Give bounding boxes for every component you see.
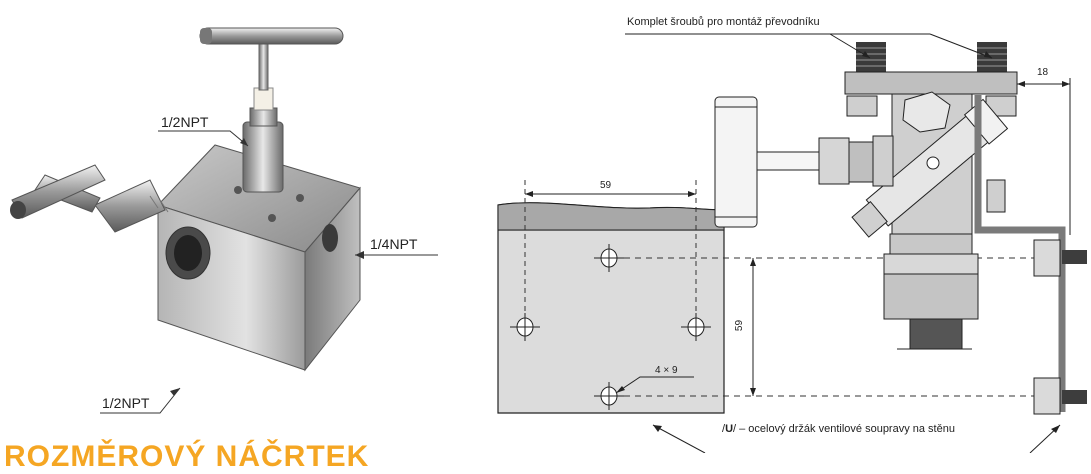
valve-photo: [10, 27, 438, 414]
bracket-label-letter: U: [725, 423, 734, 435]
dim-18-label: 18: [1037, 67, 1049, 78]
bracket-label-prefix: /: [722, 423, 726, 435]
bracket-label: /U/ – ocelový držák ventilové soupravy n…: [722, 423, 955, 435]
npt-side-label: 1/4NPT: [370, 236, 418, 252]
holes-label: 4 × 9: [655, 365, 678, 376]
figure: 1/2NPT 1/4NPT 1/2NPT Komplet šroubů pro …: [4, 16, 1087, 473]
bracket-label-suffix: / – ocelový držák ventilové soupravy na …: [733, 423, 955, 435]
section-heading: ROZMĚROVÝ NÁČRTEK: [4, 440, 370, 473]
dimension-59-horizontal: [525, 191, 696, 197]
npt-top-label: 1/2NPT: [161, 114, 209, 130]
diagram-canvas: [10, 27, 1087, 454]
manifold-drawing: [625, 33, 1087, 415]
dimension-59-vertical: [750, 258, 756, 396]
bracket-arrows: [652, 424, 1061, 454]
dim-59-horizontal-label: 59: [600, 180, 612, 191]
dim-59-vertical-label: 59: [734, 319, 746, 332]
bolt-set-label: Komplet šroubů pro montáž převodníku: [627, 16, 820, 28]
holes-leader: [615, 376, 694, 394]
mounting-holes: [510, 244, 711, 410]
npt-bottom-label: 1/2NPT: [102, 395, 150, 411]
